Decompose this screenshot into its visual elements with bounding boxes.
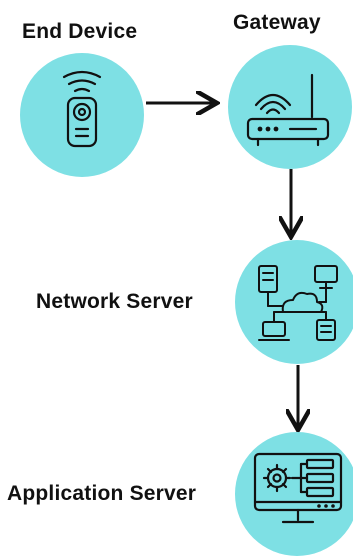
network-server-node (235, 240, 353, 364)
application-server-label: Application Server (7, 482, 197, 505)
gateway-node (228, 45, 352, 169)
application-server-node (235, 432, 353, 556)
end-device-node (20, 53, 144, 177)
network-server-label: Network Server (36, 290, 193, 313)
end-device-label: End Device (22, 20, 138, 43)
router-icon (246, 73, 330, 147)
gateway-label: Gateway (233, 11, 321, 34)
network-servers-cloud-icon (258, 265, 338, 341)
app-monitor-gear-icon (253, 452, 343, 524)
remote-control-wifi-icon (62, 70, 102, 148)
